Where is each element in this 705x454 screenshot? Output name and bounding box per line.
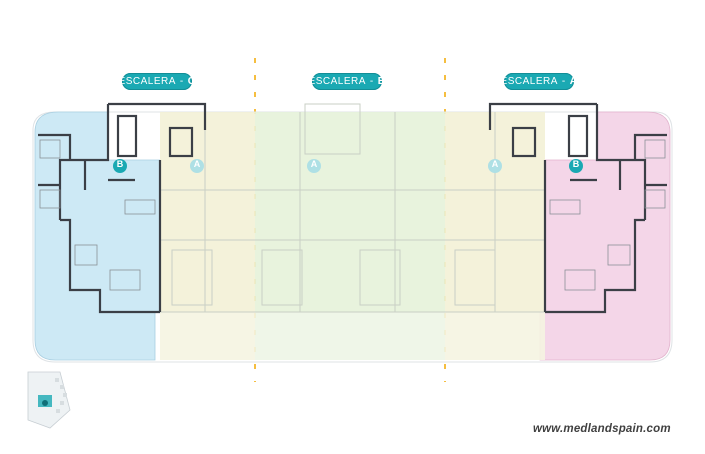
unit-marker-a-2-label: A: [310, 159, 318, 169]
building-outline: [32, 111, 673, 363]
unit-marker-a-1-label: A: [193, 159, 201, 169]
unit-right-highlight: [539, 111, 671, 361]
unit-marker-a-3-label: A: [491, 159, 499, 169]
stair-label-a: ESCALERA - A: [500, 73, 577, 90]
stair-label-c-sep: -: [179, 76, 184, 87]
watermark-prefix: www.: [533, 423, 564, 435]
watermark: www.medlandspain.com: [533, 423, 671, 435]
unit-marker-b-left-label: B: [116, 159, 124, 169]
stair-label-c-letter: C: [187, 76, 196, 87]
unit-marker-a-3: [488, 159, 502, 173]
stair-label-b-text: ESCALERA: [308, 76, 366, 87]
unit-marker-b-right: [569, 159, 583, 173]
stair-label-a-text: ESCALERA: [500, 76, 558, 87]
unit-marker-b-left: [113, 159, 127, 173]
stair-label-c: ESCALERA - C: [118, 73, 195, 90]
stair-label-c-text: ESCALERA: [118, 76, 176, 87]
site-minimap: [27, 371, 71, 429]
unit-marker-a-1: [190, 159, 204, 173]
unit-marker-b-right-label: B: [572, 159, 580, 169]
stair-label-a-sep: -: [561, 76, 566, 87]
watermark-suffix: .com: [643, 423, 671, 435]
faded-walls: [160, 103, 545, 313]
unit-marker-a-2: [307, 159, 321, 173]
faded-units: [160, 112, 545, 360]
watermark-domain: medlandspain: [563, 423, 644, 435]
stair-label-b: ESCALERA - B: [308, 73, 385, 90]
unit-left-highlight: [34, 111, 161, 361]
furniture: [39, 139, 666, 291]
stair-label-b-sep: -: [369, 76, 374, 87]
stair-label-b-letter: B: [377, 76, 386, 87]
stair-label-a-letter: A: [569, 76, 578, 87]
